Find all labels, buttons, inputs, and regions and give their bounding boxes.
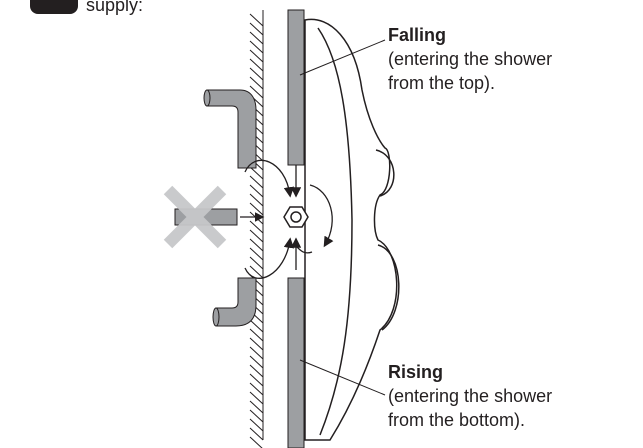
hatch-line — [249, 175, 264, 189]
hatch-line — [249, 193, 264, 207]
hatch-line — [249, 85, 264, 99]
hatch-line — [249, 247, 264, 261]
hatch-line — [249, 40, 264, 54]
falling-line1: (entering the shower — [388, 49, 553, 69]
falling-title: Falling — [388, 25, 446, 45]
hatch-line — [249, 409, 264, 423]
step-badge — [30, 0, 78, 14]
hatch-line — [249, 373, 264, 387]
hatch-line — [249, 346, 264, 360]
hatch-line — [249, 13, 264, 27]
falling-leader — [299, 39, 386, 76]
bottom-elbow-pipe — [212, 277, 257, 327]
hatch-line — [249, 22, 264, 36]
cross-icon — [163, 185, 227, 249]
rising-line2: from the bottom). — [388, 410, 526, 430]
hatch-line — [249, 400, 264, 414]
hatch-line — [249, 229, 264, 243]
hatch-line — [249, 337, 264, 351]
falling-label: Falling (entering the shower from the to… — [388, 23, 552, 95]
inlet-nut-icon — [283, 206, 309, 228]
hatch-line — [249, 355, 264, 369]
hatch-line — [249, 427, 264, 441]
hatch-line — [249, 391, 264, 405]
rising-pipe — [287, 277, 305, 448]
hatch-line — [249, 238, 264, 252]
hatch-line — [249, 319, 264, 333]
hatch-line — [249, 31, 264, 45]
rising-title: Rising — [388, 362, 444, 382]
hatch-line — [249, 76, 264, 90]
hatch-line — [249, 265, 264, 279]
hatch-line — [249, 328, 264, 342]
hatch-line — [249, 256, 264, 270]
hatch-line — [249, 49, 264, 63]
curved-arrow-icon — [244, 159, 334, 279]
falling-line2: from the top). — [388, 73, 496, 93]
hatch-line — [249, 220, 264, 234]
rising-leader — [299, 359, 386, 396]
shower-body — [304, 18, 400, 441]
hatch-line — [249, 58, 264, 72]
hatch-line — [249, 382, 264, 396]
top-elbow-pipe — [203, 89, 257, 169]
falling-pipe — [287, 9, 305, 166]
hatch-line — [249, 184, 264, 198]
rising-line1: (entering the shower — [388, 386, 553, 406]
hatch-line — [249, 166, 264, 180]
header-text: supply: — [86, 0, 144, 15]
hatch-line — [249, 364, 264, 378]
wall-hatching — [249, 10, 264, 448]
rising-label: Rising (entering the shower from the bot… — [388, 360, 552, 432]
hatch-line — [249, 436, 263, 448]
hatch-line — [249, 418, 264, 432]
hatch-line — [249, 67, 264, 81]
